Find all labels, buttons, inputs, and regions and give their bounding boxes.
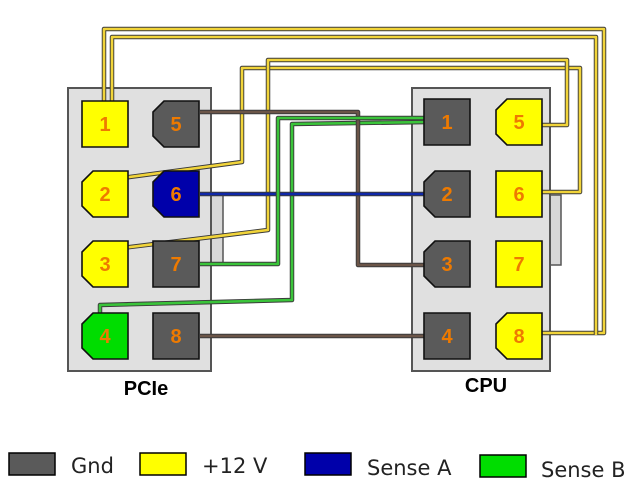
pcie-pin-7 — [152, 240, 200, 288]
pcie-pin-5 — [152, 100, 200, 148]
legend: Gnd +12 V Sense A Sense B — [8, 452, 626, 482]
pcie-pin-7-label: 7 — [170, 254, 181, 276]
cpu-pin-2-label: 2 — [441, 184, 452, 206]
cpu-pin-1-label: 1 — [441, 112, 452, 134]
legend-label-gnd: Gnd — [71, 454, 114, 478]
wire-pcie3-to-cpu5 — [121, 58, 569, 250]
pcie-pin-5-label: 5 — [170, 114, 181, 136]
pcie-label: PCIe — [124, 378, 168, 400]
pcie-pin-8 — [152, 312, 200, 360]
cpu-pin-6-label: 6 — [513, 184, 524, 206]
legend-swatch-sense-a — [304, 452, 352, 476]
cpu-pin-3 — [423, 240, 471, 288]
legend-swatch-gnd — [8, 452, 56, 476]
wire-pcie7-to-cpu1-outline — [200, 115, 428, 267]
pcie-pin-4-label: 4 — [99, 326, 111, 348]
cpu-pin-5-label: 5 — [513, 112, 524, 134]
pcie-pin-6-label: 6 — [170, 184, 181, 206]
cpu-pin-7-label: 7 — [513, 254, 524, 276]
pcie-pin-3-label: 3 — [99, 254, 110, 276]
pcie-pin-2-label: 2 — [99, 184, 110, 206]
pins: 1 5 2 6 3 7 4 8 1 5 2 6 3 7 4 8 — [81, 98, 543, 360]
legend-label-12v: +12 V — [202, 454, 268, 478]
cpu-pin-6 — [495, 170, 543, 218]
pcie-pin-2 — [81, 170, 129, 218]
cpu-label: CPU — [465, 375, 507, 397]
pcie-pin-4 — [81, 312, 129, 360]
wire-pcie1-to-cpu8-return — [110, 35, 598, 335]
cpu-pin-8-label: 8 — [513, 326, 524, 348]
wire-pcie1-to-cpu8 — [102, 27, 606, 335]
pcie-pin-1 — [81, 100, 129, 148]
cpu-pin-2 — [423, 170, 471, 218]
cpu-pin-4-label: 4 — [441, 326, 453, 348]
cpu-pin-1 — [423, 98, 471, 146]
legend-swatch-sense-b — [479, 454, 527, 478]
pcie-pin-6 — [152, 170, 200, 218]
legend-label-sense-a: Sense A — [367, 456, 452, 480]
cpu-pin-7 — [495, 240, 543, 288]
cpu-pin-4 — [423, 312, 471, 360]
cpu-pin-5 — [495, 98, 543, 146]
wire-pcie5-to-cpu3 — [200, 110, 428, 267]
pcie-pin-1-label: 1 — [99, 114, 110, 136]
wire-pcie2-to-cpu6 — [121, 66, 582, 194]
cpu-pin-8 — [495, 312, 543, 360]
wire-pcie7-to-cpu1 — [200, 116, 428, 266]
pcie-pin-3 — [81, 240, 129, 288]
wire-pcie5-to-cpu3-outline — [200, 109, 428, 268]
legend-swatch-12v — [139, 452, 187, 476]
pcie-pin-8-label: 8 — [170, 326, 181, 348]
cpu-pin-3-label: 3 — [441, 254, 452, 276]
legend-label-sense-b: Sense B — [541, 458, 626, 482]
